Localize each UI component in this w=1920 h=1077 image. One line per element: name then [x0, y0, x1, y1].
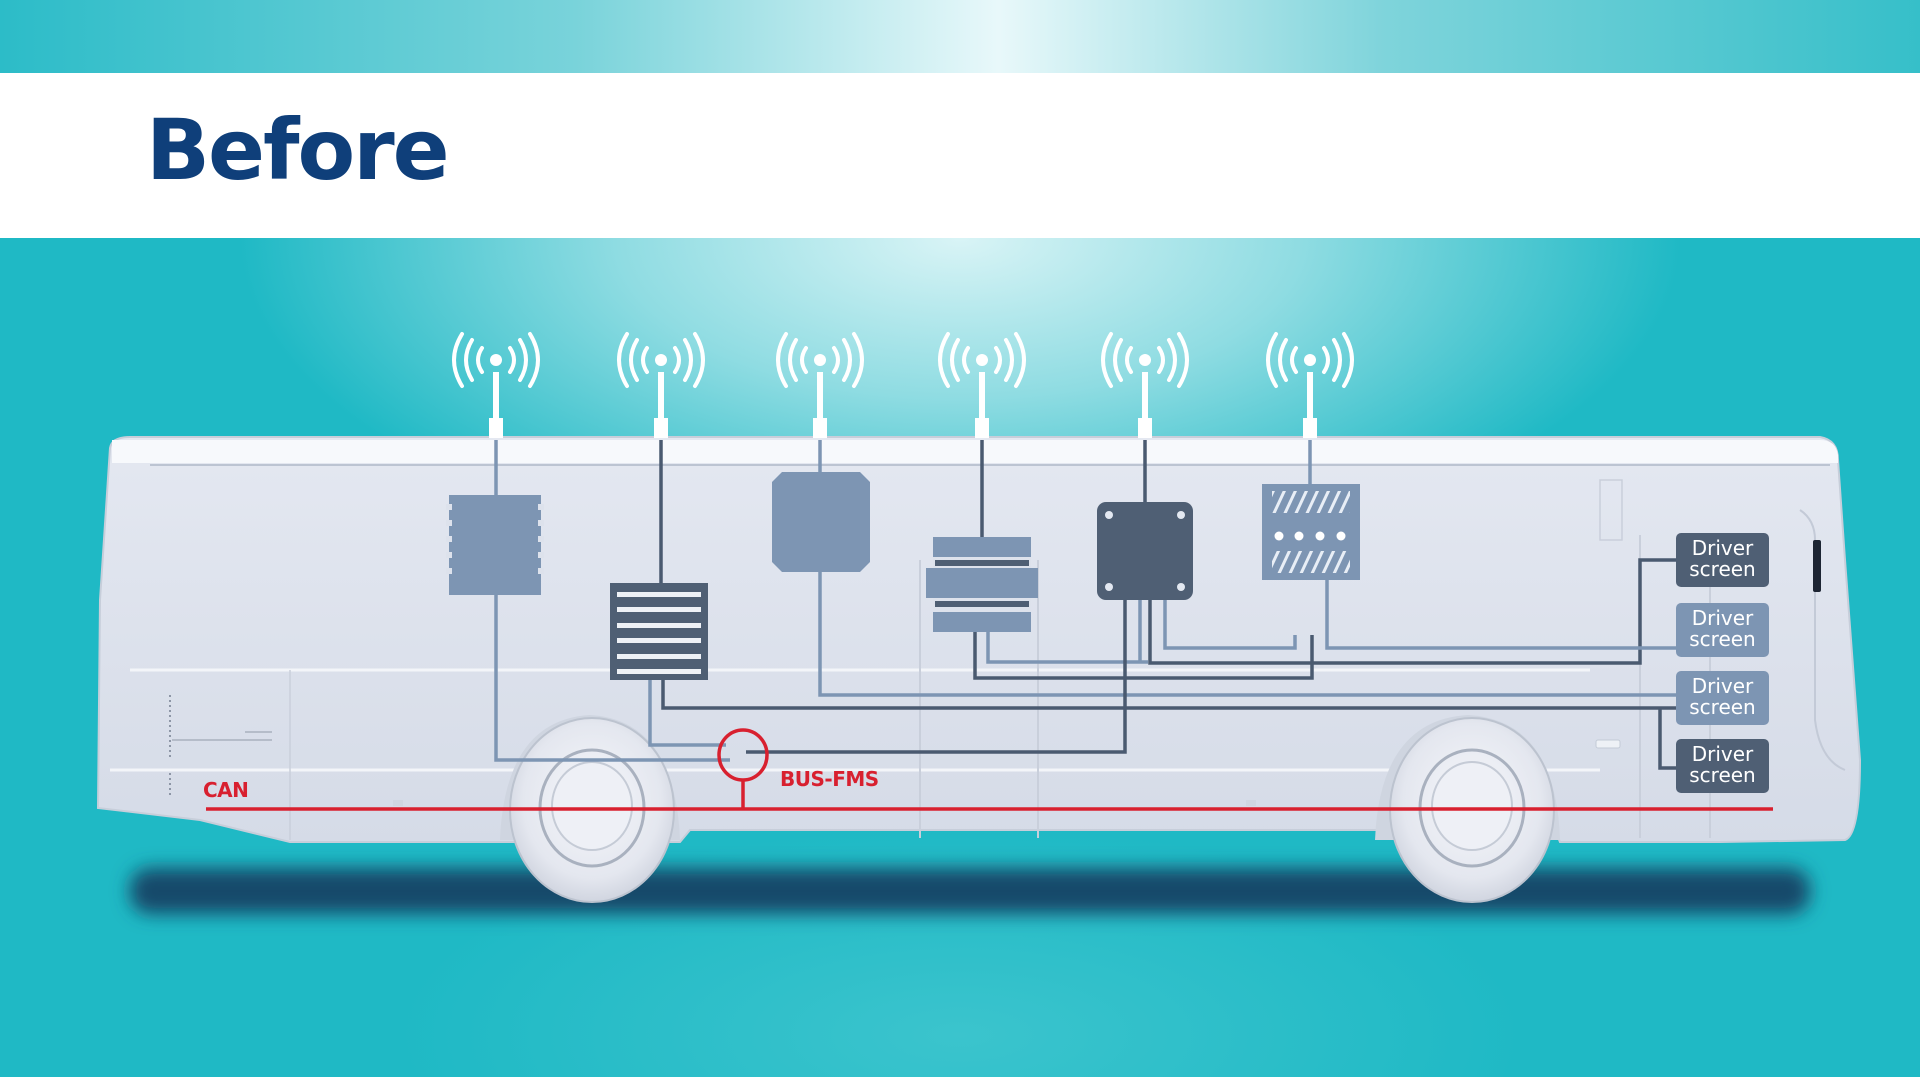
- wireless-antenna-icon: [1266, 332, 1354, 438]
- driver-screen-4: Driver screen: [1676, 739, 1769, 793]
- wireless-antenna-icon: [617, 332, 705, 438]
- title-band: [0, 73, 1920, 238]
- striped-module-icon: [610, 583, 708, 680]
- top-gradient-band: [0, 0, 1920, 73]
- bus-shadow: [130, 868, 1810, 914]
- wireless-antenna-icon: [938, 332, 1026, 438]
- driver-screen-line1: Driver: [1691, 674, 1754, 698]
- chip-module-icon: [446, 495, 544, 595]
- stacked-module-icon: [926, 537, 1038, 632]
- octagon-module-icon: [772, 472, 870, 572]
- bus-body: [96, 436, 1862, 843]
- driver-screen-line2: screen: [1689, 557, 1756, 581]
- driver-screen-line1: Driver: [1691, 606, 1754, 630]
- driver-screen-3: Driver screen: [1676, 671, 1769, 725]
- wireless-antenna-icon: [1101, 332, 1189, 438]
- driver-screen-line2: screen: [1689, 763, 1756, 787]
- driver-screen-2: Driver screen: [1676, 603, 1769, 657]
- bus-fms-label: BUS-FMS: [780, 767, 879, 791]
- wiring: [494, 440, 1685, 770]
- driver-screen-line1: Driver: [1691, 536, 1754, 560]
- wireless-antenna-icon: [452, 332, 540, 438]
- bus-fms-connector: [717, 728, 769, 809]
- page-title: Before: [146, 101, 450, 199]
- screw-box-module-icon: [1097, 502, 1193, 600]
- driver-screen-line1: Driver: [1691, 742, 1754, 766]
- antennas: [452, 332, 1354, 438]
- driver-screen-line2: screen: [1689, 695, 1756, 719]
- can-label: CAN: [203, 778, 249, 802]
- driver-screen-line2: screen: [1689, 627, 1756, 651]
- hatched-dots-module-icon: [1262, 484, 1360, 580]
- wireless-antenna-icon: [776, 332, 864, 438]
- driver-screen-1: Driver screen: [1676, 533, 1769, 587]
